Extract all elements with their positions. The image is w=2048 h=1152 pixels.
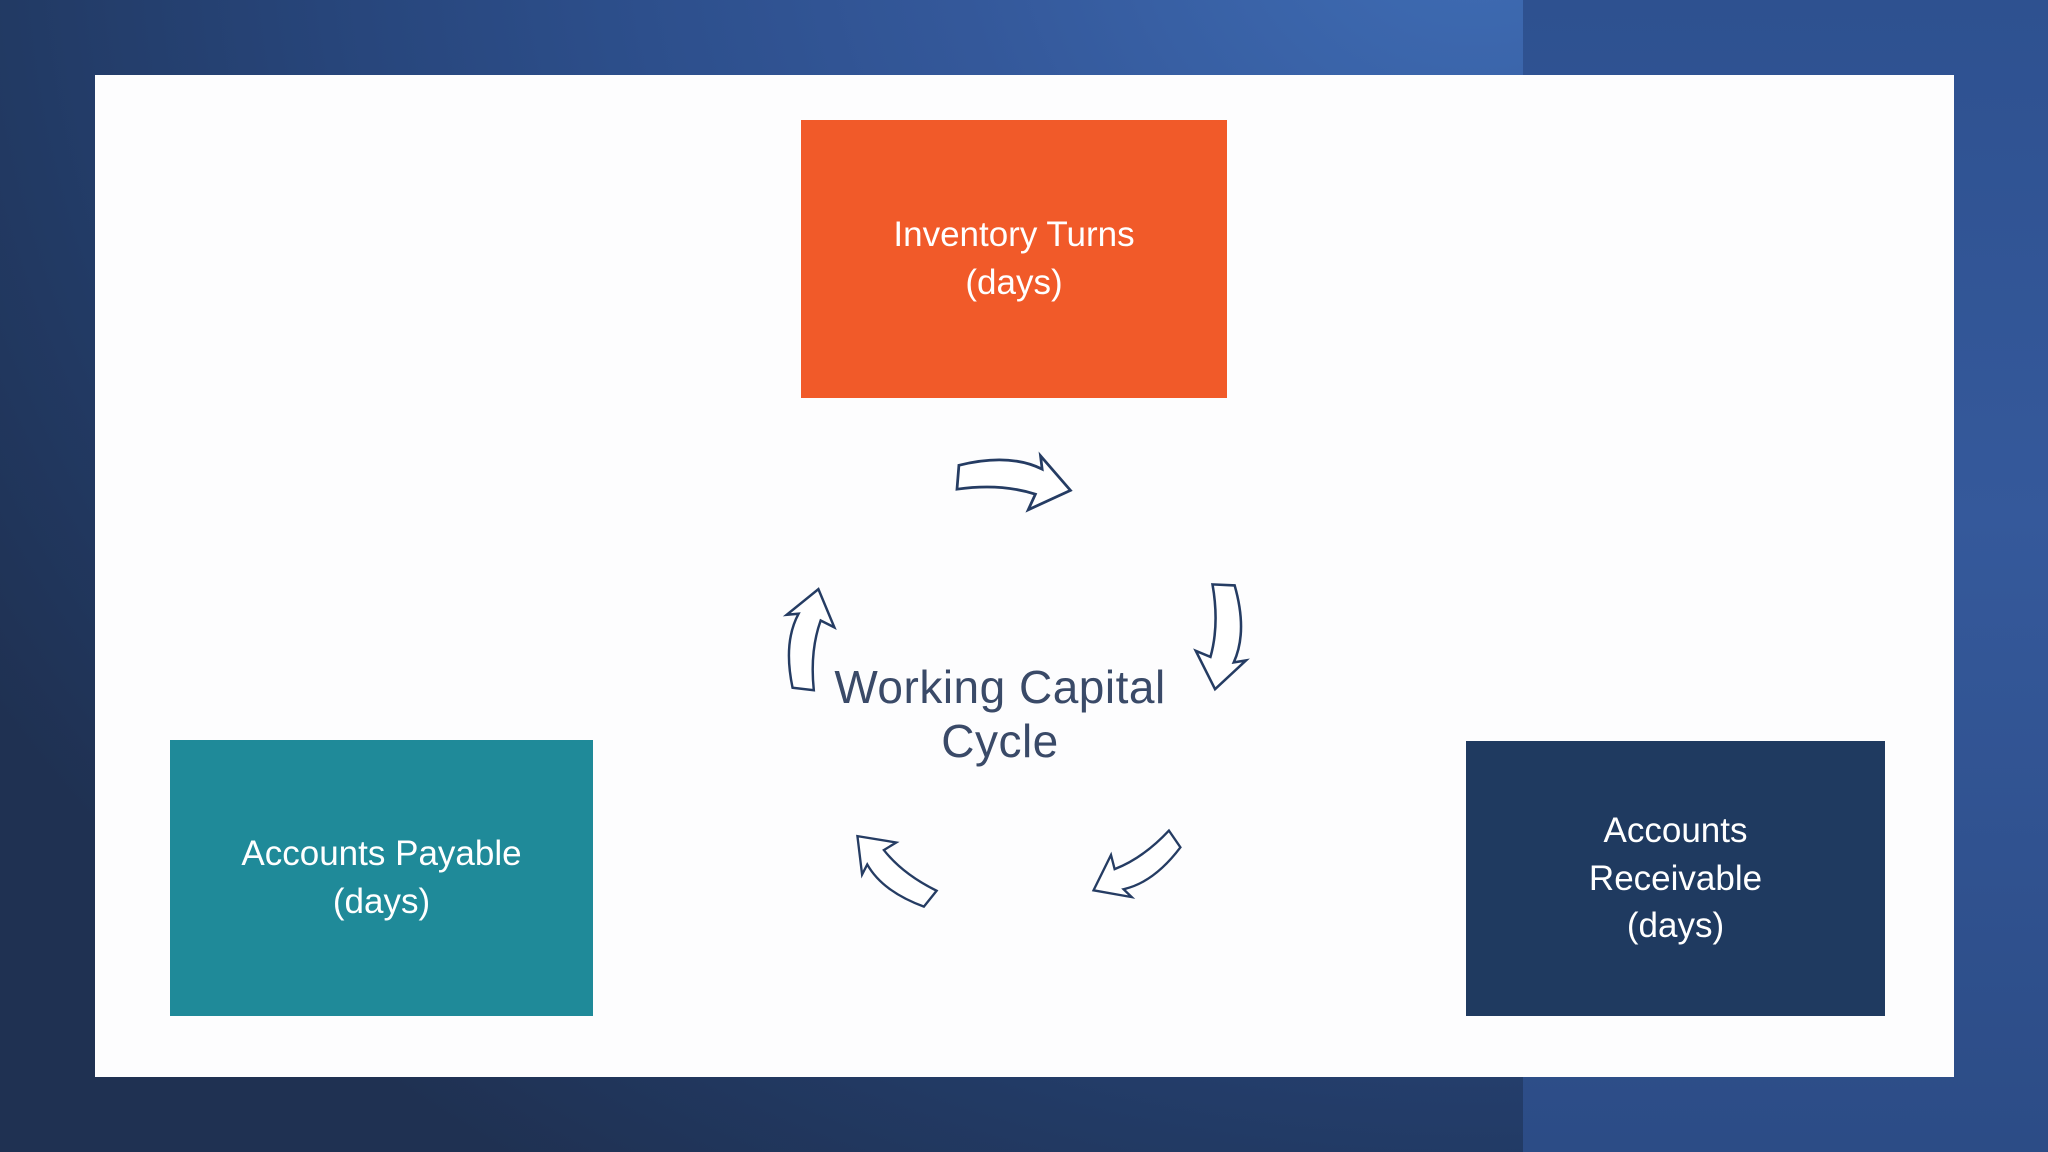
cycle-arrow-right-icon <box>1193 583 1250 692</box>
node-accounts-receivable-label-line-3: (days) <box>1626 906 1725 946</box>
node-inventory-turns-label-line-2: (days) <box>965 263 1063 302</box>
node-accounts-payable-label-line-1: Accounts Payable <box>241 834 522 874</box>
node-accounts-payable-label-line-2: (days) <box>332 882 431 921</box>
node-inventory-turns: Inventory Turns (days) <box>801 120 1227 398</box>
node-inventory-turns-label-line-1: Inventory Turns <box>893 215 1135 255</box>
cycle-center-label-line-1: Working Capital <box>834 661 1166 713</box>
node-accounts-payable: Accounts Payable (days) <box>170 740 593 1016</box>
cycle-center-label: Working Capital Cycle <box>700 660 1300 768</box>
slide-canvas: Inventory Turns (days) Accounts Payable … <box>95 75 1954 1077</box>
cycle-arrow-top-icon <box>955 451 1073 513</box>
cycle-arrow-left-icon <box>782 587 837 692</box>
cycle-arrow-bottom-left-icon <box>856 834 939 909</box>
node-accounts-receivable: Accounts Receivable (days) <box>1466 741 1885 1016</box>
node-accounts-receivable-label-line-2: Receivable <box>1588 858 1763 898</box>
cycle-arrow-bottom-right-icon <box>1091 828 1182 899</box>
node-accounts-receivable-label-line-1: Accounts <box>1603 811 1748 851</box>
cycle-center-label-line-2: Cycle <box>941 715 1059 767</box>
